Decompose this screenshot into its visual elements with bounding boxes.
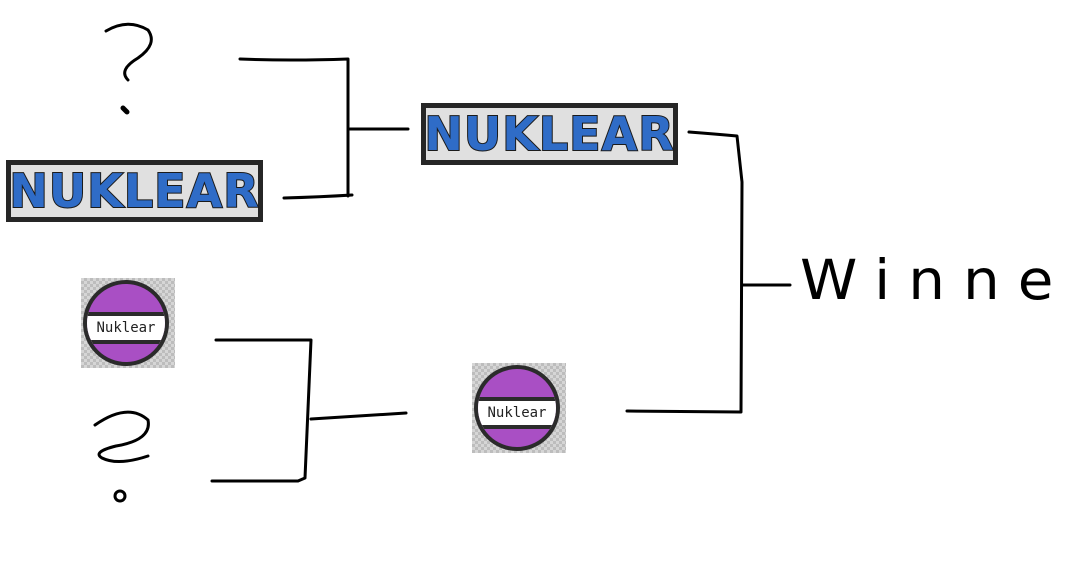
question-mark-bottom-curve (93, 410, 150, 463)
bracket-line-bottom-out (309, 411, 408, 421)
nuklear-wordmark-text: NUKLEAR (8, 164, 260, 218)
question-mark-top-curve (104, 22, 153, 82)
unknown-bottom-label: ? (116, 440, 117, 441)
winner-label: Winner (800, 247, 1066, 313)
bracket-line-final-upper (625, 130, 744, 414)
bracket-line-top-lower (282, 193, 354, 200)
nuklear-badge-circle: Nuklear (83, 280, 169, 366)
question-mark-bottom-dot (113, 489, 127, 503)
question-mark-top-dot (120, 105, 130, 115)
nuklear-wordmark-round2: NUKLEAR (421, 103, 678, 165)
nuklear-badge-text: Nuklear (96, 320, 156, 336)
unknown-top-label: ? (116, 52, 117, 53)
nuklear-badge-circle: Nuklear (474, 365, 560, 451)
nuklear-badge-round2: Nuklear (472, 363, 566, 453)
nuklear-badge-round1: Nuklear (81, 278, 175, 368)
nuklear-badge-text: Nuklear (487, 405, 547, 421)
nuklear-wordmark-text: NUKLEAR (423, 107, 675, 161)
bracket-line-top-upper (238, 57, 350, 198)
bracket-line-bottom-upper (210, 338, 313, 483)
nuklear-wordmark-round1: NUKLEAR (6, 160, 263, 222)
